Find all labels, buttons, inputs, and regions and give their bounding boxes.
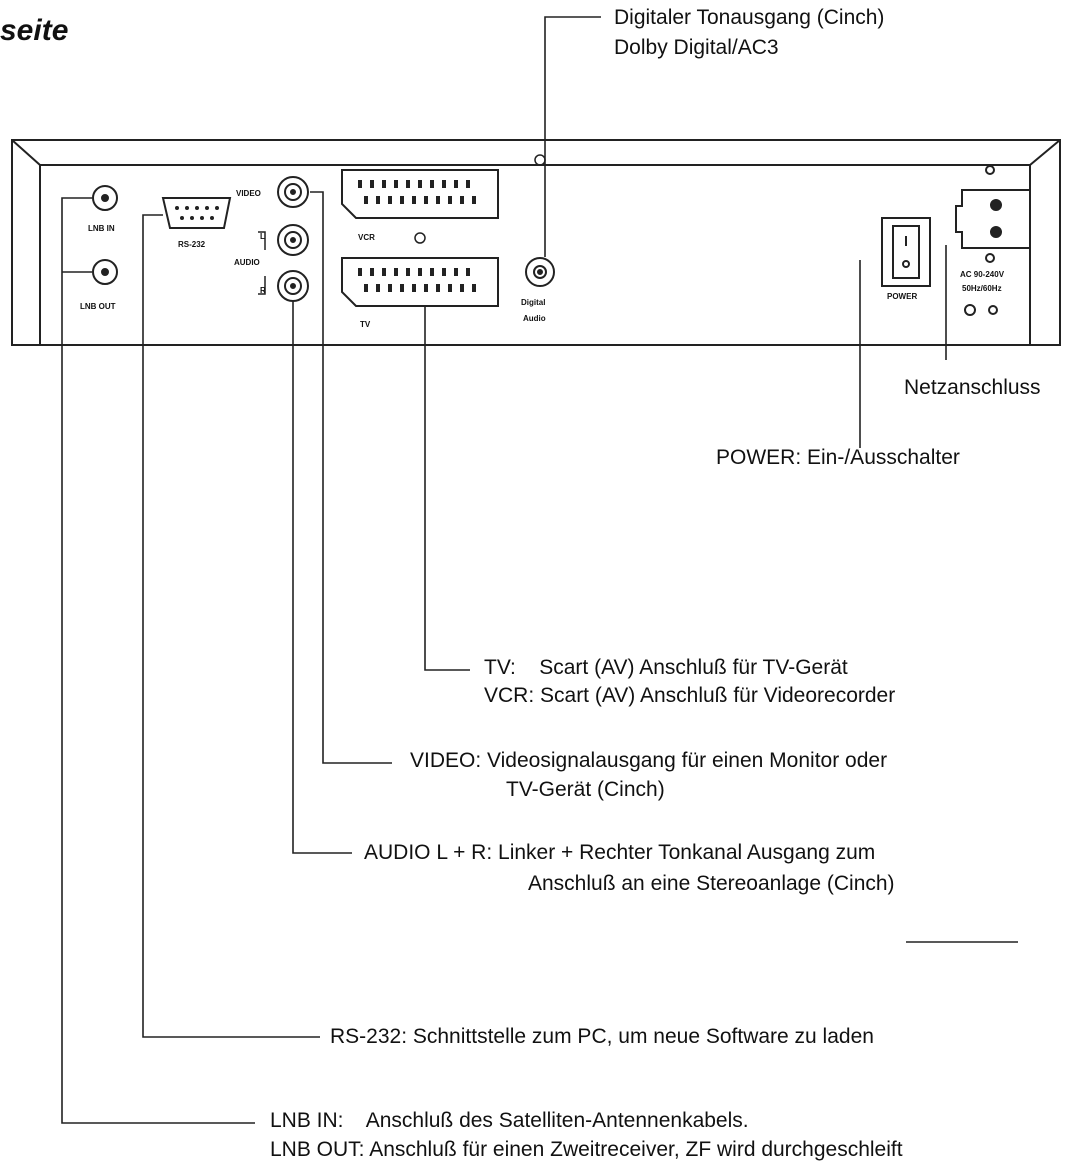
panel-label-audio-r: R xyxy=(260,286,266,295)
digital-audio-connector xyxy=(525,257,555,287)
callout-digital-line2: Dolby Digital/AC3 xyxy=(614,36,779,59)
panel-label-video: VIDEO xyxy=(236,189,261,198)
video-rca-connector xyxy=(277,176,309,208)
lnb-in-connector xyxy=(92,185,118,211)
screw-hole xyxy=(414,232,426,244)
callout-video-line1: VIDEO: Videosignalausgang für einen Moni… xyxy=(410,749,888,772)
panel-label-lnb-out: LNB OUT xyxy=(80,302,116,311)
panel-label-digital-2: Audio xyxy=(523,314,546,323)
leader-lines xyxy=(61,16,1018,1124)
callout-rs232: RS-232: Schnittstelle zum PC, um neue So… xyxy=(330,1025,874,1048)
lnb-out-connector xyxy=(92,259,118,285)
mains-inlet xyxy=(955,165,1031,316)
audio-r-rca-connector xyxy=(277,270,309,302)
scart-vcr-connector xyxy=(341,169,499,219)
power-switch xyxy=(881,217,931,287)
callout-audio-line1: AUDIO L + R: Linker + Rechter Tonkanal A… xyxy=(364,841,876,864)
panel-label-lnb-in: LNB IN xyxy=(88,224,115,233)
panel-label-audio-l: L xyxy=(260,232,265,241)
panel-label-audio: AUDIO xyxy=(234,258,260,267)
panel-label-ac-2: 50Hz/60Hz xyxy=(962,284,1002,293)
panel-label-ac-1: AC 90-240V xyxy=(960,270,1005,279)
callout-audio-line2: Anschluß an eine Stereoanlage (Cinch) xyxy=(528,872,895,895)
callout-tv-line2: VCR: Scart (AV) Anschluß für Videorecord… xyxy=(484,684,896,707)
callout-lnb-line2: LNB OUT: Anschluß für einen Zweitreceive… xyxy=(270,1138,903,1161)
callout-tv-line1: TV: Scart (AV) Anschluß für TV-Gerät xyxy=(484,656,848,679)
panel-label-digital-1: Digital xyxy=(521,298,546,307)
panel-label-power: POWER xyxy=(887,292,918,301)
audio-l-rca-connector xyxy=(277,224,309,256)
callout-digital-line1: Digitaler Tonausgang (Cinch) xyxy=(614,6,885,29)
panel-label-tv: TV xyxy=(360,320,371,329)
panel-label-rs232: RS-232 xyxy=(178,240,206,249)
callout-mains: Netzanschluss xyxy=(904,376,1041,399)
callout-video-line2: TV-Gerät (Cinch) xyxy=(506,778,665,801)
callout-power: POWER: Ein-/Ausschalter xyxy=(716,446,960,469)
scart-tv-connector xyxy=(341,257,499,307)
panel-label-vcr: VCR xyxy=(358,233,375,242)
rs232-connector xyxy=(161,197,232,229)
page-title: seite xyxy=(0,14,69,47)
callout-lnb-line1: LNB IN: Anschluß des Satelliten-Antennen… xyxy=(270,1109,749,1132)
